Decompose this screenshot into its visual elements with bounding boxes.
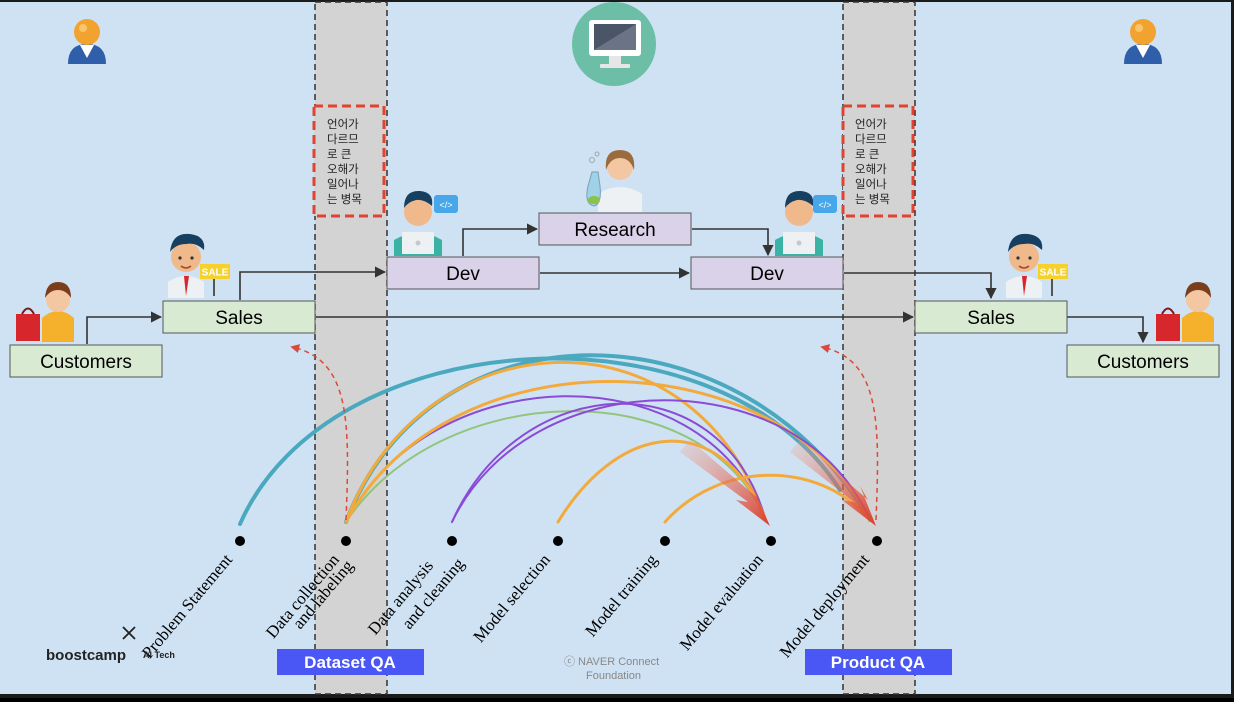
note-line: 일어나 bbox=[327, 177, 359, 191]
stage-dot bbox=[235, 536, 245, 546]
product-qa-text: Product QA bbox=[831, 653, 925, 672]
note-line: 다르므 bbox=[327, 133, 359, 146]
research-box: Research bbox=[538, 212, 692, 246]
svg-text:</>: </> bbox=[439, 200, 452, 210]
flow-connectors bbox=[86, 223, 1149, 344]
stage-dot bbox=[660, 536, 670, 546]
developer-icon: </> bbox=[775, 190, 837, 256]
stage-dots bbox=[235, 536, 882, 546]
note-line: 는 병목 bbox=[327, 193, 362, 206]
sale-badge: SALE bbox=[202, 268, 229, 279]
dev-left-label: Dev bbox=[446, 264, 480, 285]
bottleneck-note-left: 언어가 다르므 로 큰 오해가 일어나 는 병목 bbox=[312, 104, 386, 218]
stage-dot bbox=[341, 536, 351, 546]
developer-icon: </> bbox=[394, 190, 458, 256]
computer-monitor-icon bbox=[572, 2, 656, 86]
note-line: 다르므 bbox=[855, 133, 887, 146]
red-convergence-arrows bbox=[680, 440, 876, 526]
customer-avatar-icon bbox=[1124, 19, 1162, 64]
researcher-icon bbox=[586, 150, 642, 212]
dataset-qa-text: Dataset QA bbox=[304, 653, 396, 672]
product-qa-label: Product QA bbox=[805, 649, 952, 675]
dev-right-label: Dev bbox=[750, 264, 784, 285]
copyright-line-1: ⓒ NAVER Connect bbox=[564, 655, 659, 668]
note-line: 언어가 bbox=[855, 118, 887, 131]
copyright-line-2: Foundation bbox=[586, 670, 641, 682]
stage-dot bbox=[447, 536, 457, 546]
bottleneck-note-right: 언어가 다르므 로 큰 오해가 일어나 는 병목 bbox=[841, 104, 915, 218]
stage-dot bbox=[766, 536, 776, 546]
salesman-icon: SALE bbox=[1006, 233, 1068, 298]
qa-feedback-curves bbox=[290, 344, 879, 521]
note-line: 오해가 bbox=[855, 163, 887, 176]
feedback-arcs bbox=[238, 353, 872, 526]
customers-right-label: Customers bbox=[1097, 352, 1189, 373]
logo-main-text: boostcamp bbox=[46, 647, 126, 664]
shopping-customer-icon bbox=[1156, 282, 1214, 342]
customers-left-box: Customers bbox=[9, 344, 163, 378]
dev-right-box: Dev bbox=[690, 256, 844, 290]
dev-left-box: Dev bbox=[386, 256, 540, 290]
research-label: Research bbox=[574, 220, 655, 241]
boostcamp-logo: boostcamp AI Tech bbox=[46, 626, 175, 664]
note-line: 오해가 bbox=[327, 163, 359, 176]
stage-dot bbox=[872, 536, 882, 546]
logo-x-icon bbox=[122, 626, 136, 640]
note-line: 로 큰 bbox=[327, 149, 351, 161]
customers-right-box: Customers bbox=[1066, 344, 1220, 378]
sale-badge: SALE bbox=[1040, 268, 1067, 279]
sales-right-label: Sales bbox=[967, 308, 1015, 329]
customer-avatar-icon bbox=[68, 19, 106, 64]
note-line: 로 큰 bbox=[855, 149, 879, 161]
salesman-icon: SALE bbox=[168, 233, 230, 298]
customers-left-label: Customers bbox=[40, 352, 132, 373]
sales-left-box: Sales bbox=[162, 300, 316, 334]
svg-text:</>: </> bbox=[818, 200, 831, 210]
shopping-customer-icon bbox=[16, 282, 74, 342]
stage-dot bbox=[553, 536, 563, 546]
logo-sub-text: AI Tech bbox=[143, 650, 175, 660]
note-line: 언어가 bbox=[327, 118, 359, 131]
sales-right-box: Sales bbox=[914, 300, 1068, 334]
dataset-qa-label: Dataset QA bbox=[277, 649, 424, 675]
note-line: 일어나 bbox=[855, 177, 887, 191]
sales-left-label: Sales bbox=[215, 308, 263, 329]
note-line: 는 병목 bbox=[855, 193, 890, 206]
copyright: ⓒ NAVER Connect Foundation bbox=[564, 655, 659, 682]
